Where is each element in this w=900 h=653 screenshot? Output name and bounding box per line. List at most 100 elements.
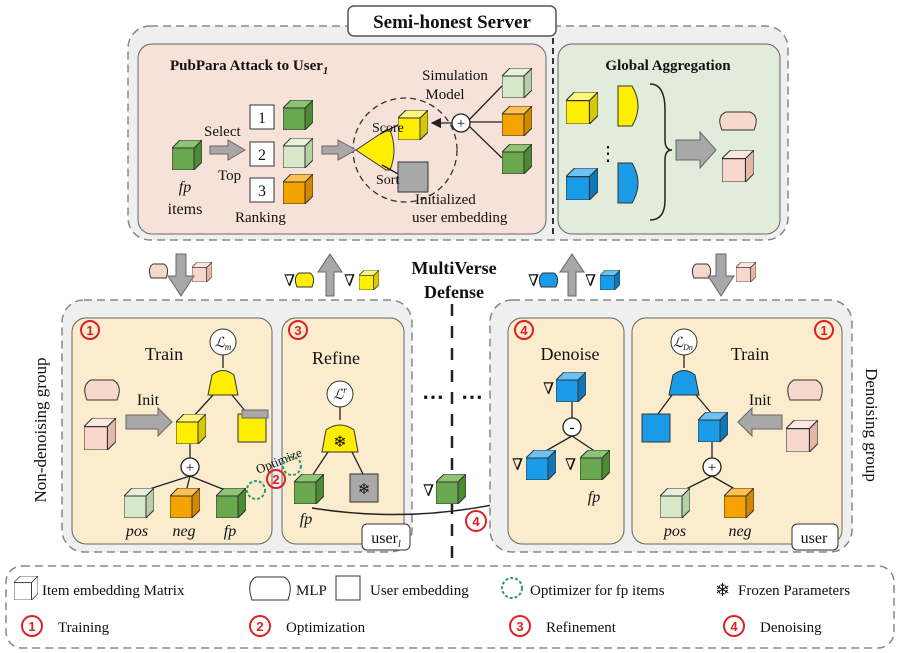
link-line [351, 451, 365, 477]
loss-label: ℒDn [673, 336, 693, 352]
train-title-left: Train [145, 344, 183, 364]
sim-model-line1: Simulation [422, 68, 488, 84]
rank-cube-2 [283, 138, 313, 168]
down-arrow-left [167, 253, 195, 297]
link-line [543, 435, 573, 453]
global-cube-blue [566, 168, 598, 200]
nabla-symbol: ∇ [585, 273, 596, 290]
rank-box-1 [249, 104, 275, 130]
legend-step: Denoising [760, 620, 822, 636]
rank-number: 3 [258, 183, 266, 200]
fp-items-cube [172, 140, 202, 170]
global-mlp-yellow [617, 85, 639, 127]
refine-title: Refine [312, 348, 360, 368]
up-arrow-left [317, 253, 343, 297]
step-badge [723, 615, 745, 637]
rank-cube-1 [283, 100, 313, 130]
step-badge [509, 615, 531, 637]
init-arrow [125, 406, 173, 438]
select-label: Select [204, 124, 241, 140]
score-label: Score [372, 121, 404, 136]
gear-icon [501, 577, 523, 599]
item-cube-green [502, 144, 532, 174]
rank-number: 1 [258, 110, 266, 127]
rank-box-3 [249, 177, 275, 203]
link-line [657, 394, 673, 415]
step-badge [249, 615, 271, 637]
rank-cube-3 [283, 174, 313, 204]
snowflake-icon: ❄ [358, 482, 371, 498]
denoise-fp-label: fp [588, 489, 600, 506]
step-number: 2 [256, 619, 263, 634]
init-label-left: Init [137, 392, 160, 409]
fp-label: fp [179, 179, 191, 196]
pos-label-right: pos [663, 523, 686, 540]
train-item-cube-blue [698, 412, 728, 442]
pos-cube-right [660, 488, 690, 518]
pos-cube [124, 488, 154, 518]
global-mlp-blue [617, 162, 639, 204]
refine-fp-label: fp [300, 511, 312, 528]
legend-item: MLP [296, 583, 327, 599]
up-arrow-right [559, 253, 585, 297]
train-mlp-left [207, 370, 239, 396]
global-dots: ⋮ [598, 143, 618, 165]
nabla-symbol: ∇ [284, 273, 295, 290]
item-cube-light-green [502, 68, 532, 98]
rank-number: 2 [258, 147, 266, 164]
train-user-square-blue [641, 413, 671, 443]
step-number: 3 [516, 619, 523, 634]
down-mlp-left [148, 263, 169, 279]
step-number: 1 [820, 323, 827, 338]
init-cube [84, 418, 116, 450]
shadow [241, 409, 269, 419]
train-user-square [237, 413, 267, 443]
refine-user-square [349, 473, 379, 503]
step-number: 4 [472, 514, 480, 529]
train-title-right: Train [731, 344, 769, 364]
item-cube-orange [502, 106, 532, 136]
server-region: Semi-honest Server PubPara Attack to Use… [127, 5, 789, 241]
aggregated-mlp [719, 111, 757, 131]
gradient-mlp [294, 272, 315, 288]
neg-cube-right [724, 488, 754, 518]
aggregated-cube [722, 150, 754, 182]
down-mlp-right [691, 263, 712, 279]
attack-panel [137, 43, 547, 235]
loss-label: ℒr [333, 385, 347, 403]
refine-fp-cube [294, 474, 324, 504]
rank-box-2 [249, 141, 275, 167]
step-number: 4 [520, 323, 528, 338]
ellipsis-left: ⋯ [422, 384, 444, 409]
gray-arrow [321, 139, 358, 161]
step-badge [465, 510, 487, 532]
minus-sign: - [569, 419, 574, 436]
link-line [695, 394, 713, 415]
step-badge [288, 320, 308, 340]
step-badge [21, 615, 43, 637]
server-title: Semi-honest Server [373, 12, 531, 33]
neg-label: neg [172, 523, 195, 540]
legend-step: Optimization [286, 620, 366, 636]
user-l-tag [361, 523, 411, 551]
legend-item: User embedding [370, 583, 469, 599]
gradient-mlp-blue [538, 272, 559, 288]
gear-icon [282, 456, 302, 476]
link-line [311, 451, 329, 477]
loss-label: ℒm [215, 336, 232, 352]
denoise-blue-cube [526, 450, 556, 480]
legend-step: Refinement [546, 620, 617, 636]
fp-cube [216, 488, 246, 518]
step-number: 3 [294, 323, 301, 338]
link-line [381, 164, 401, 176]
server-title-box [347, 5, 557, 37]
gradient-cube-blue [600, 270, 620, 290]
nabla-symbol: ∇ [528, 273, 539, 290]
gradient-fp-cube [436, 474, 466, 504]
legend-box [5, 565, 895, 649]
brace [649, 83, 673, 221]
user-label-right: user [801, 530, 828, 547]
denoising-group: Denoising group 4 Denoise ∇ - ∇ ∇ fp 1 T… [489, 299, 881, 553]
mlp-icon [249, 576, 291, 601]
items-label: items [168, 201, 203, 218]
